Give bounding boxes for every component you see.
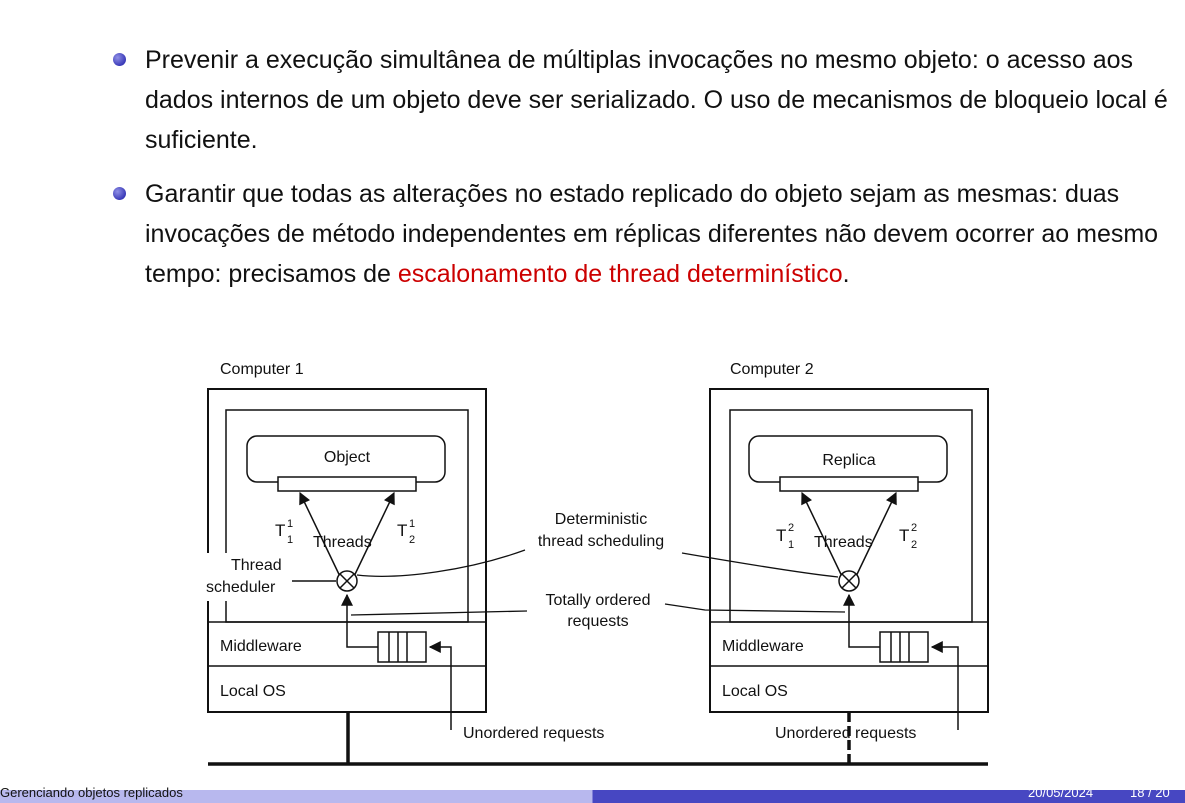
localos-label-2: Local OS (722, 683, 788, 700)
svg-text:2: 2 (409, 534, 415, 546)
threads-label: Threads (313, 534, 372, 551)
svg-text:1: 1 (409, 518, 415, 530)
threads-label-2: Threads (814, 534, 873, 551)
svg-text:1: 1 (287, 534, 293, 546)
bullet-text: Prevenir a execução simultânea de múltip… (145, 46, 1168, 154)
queue-icon (377, 631, 427, 663)
highlight-text: escalonamento de thread determinístico (397, 260, 843, 288)
unordered-requests-label: Unordered requests (463, 725, 604, 742)
t2-c2: T 2 2 (899, 522, 917, 551)
computer1-label: Computer 1 (220, 361, 304, 378)
t2-c1: T 1 2 (397, 518, 415, 546)
bullet-list: Prevenir a execução simultânea de múltip… (108, 40, 1168, 308)
deterministic-label-line2: thread scheduling (538, 533, 664, 550)
unordered-requests-label-2: Unordered requests (775, 725, 916, 742)
localos-label: Local OS (220, 683, 286, 700)
bullet-dot-icon (113, 187, 126, 200)
footer-page: 18 / 20 (1130, 785, 1170, 800)
svg-text:T: T (397, 521, 407, 540)
bullet-item: Garantir que todas as alterações no esta… (108, 174, 1168, 294)
svg-text:2: 2 (911, 522, 917, 534)
computer2-label: Computer 2 (730, 361, 814, 378)
deterministic-label-line1: Deterministic (555, 511, 647, 528)
thread-scheduler-icon (336, 570, 358, 592)
totally-ordered-line2: requests (567, 613, 628, 630)
replica-interface (779, 476, 919, 492)
footer-bar: Gerenciando objetos replicados 20/05/202… (0, 785, 1185, 803)
svg-text:2: 2 (788, 522, 794, 534)
thread-label: Thread (231, 557, 282, 574)
t1-c2: T 2 1 (776, 522, 794, 551)
bullet-suffix: . (842, 260, 850, 288)
bullet-text: Garantir que todas as alterações no esta… (145, 180, 1159, 288)
t1-c1: T 1 1 (275, 518, 293, 546)
thread-scheduler-icon-2 (838, 570, 860, 592)
svg-text:2: 2 (911, 539, 917, 551)
bullet-dot-icon (113, 53, 126, 66)
queue-icon-2 (879, 631, 929, 663)
replica-label: Replica (822, 452, 875, 469)
totally-ordered-line1: Totally ordered (546, 592, 651, 609)
svg-text:1: 1 (788, 539, 794, 551)
bullet-item: Prevenir a execução simultânea de múltip… (108, 40, 1168, 160)
footer-section: Gerenciando objetos replicados (0, 785, 183, 800)
middleware-label-2: Middleware (722, 638, 804, 655)
svg-text:T: T (275, 521, 285, 540)
scheduler-label: scheduler (206, 579, 276, 596)
middleware-label: Middleware (220, 638, 302, 655)
svg-text:1: 1 (287, 518, 293, 530)
svg-text:T: T (776, 526, 786, 545)
footer-date: 20/05/2024 (1028, 785, 1094, 800)
object-interface (277, 476, 417, 492)
svg-text:T: T (899, 526, 909, 545)
object-label: Object (324, 449, 371, 466)
